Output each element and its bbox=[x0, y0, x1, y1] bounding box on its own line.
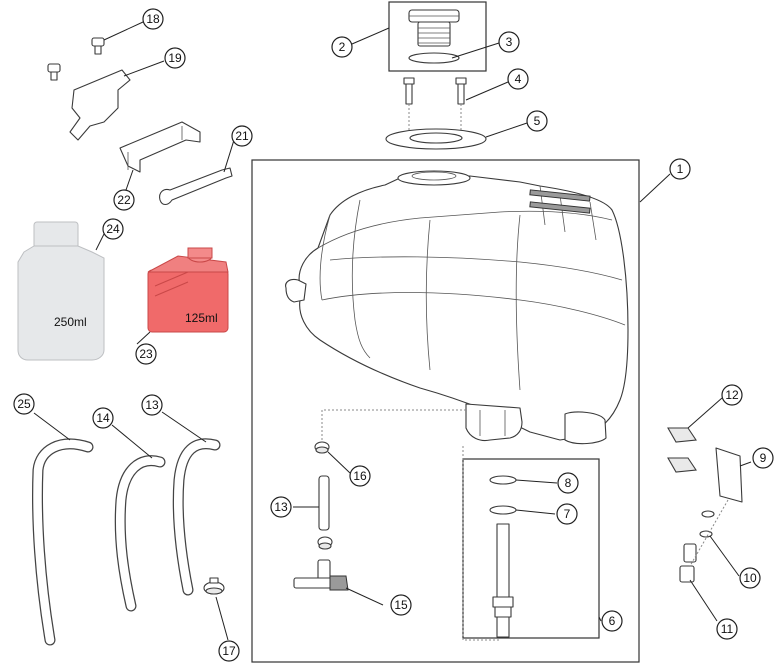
callout-19: 19 bbox=[164, 47, 186, 69]
svg-text:10: 10 bbox=[743, 571, 757, 585]
washer-8 bbox=[489, 475, 517, 485]
svg-text:6: 6 bbox=[609, 614, 616, 628]
callout-2: 2 bbox=[331, 36, 353, 58]
svg-text:9: 9 bbox=[760, 451, 767, 465]
callout-7: 7 bbox=[556, 503, 578, 525]
bottle-250-label: 250ml bbox=[54, 315, 87, 329]
svg-text:2: 2 bbox=[339, 40, 346, 54]
callout-18: 18 bbox=[142, 8, 164, 30]
callout-25: 25 bbox=[13, 393, 35, 415]
svg-text:3: 3 bbox=[506, 35, 513, 49]
oil-bottle-250ml: 250ml bbox=[17, 221, 105, 361]
tee-fitting-15 bbox=[293, 559, 349, 591]
callout-12: 12 bbox=[721, 384, 743, 406]
callout-9: 9 bbox=[752, 447, 774, 469]
callout-10: 10 bbox=[739, 567, 761, 589]
callout-11: 11 bbox=[716, 618, 738, 640]
svg-text:1: 1 bbox=[677, 162, 684, 176]
callout-22: 22 bbox=[113, 189, 135, 211]
fuel-cap bbox=[408, 9, 460, 47]
oil-bottle-125ml: 125ml bbox=[147, 247, 229, 333]
filter-assembly-frame bbox=[462, 458, 600, 639]
svg-text:15: 15 bbox=[394, 598, 408, 612]
hose-clamp-17 bbox=[203, 577, 225, 595]
hose-13 bbox=[172, 438, 221, 596]
svg-text:5: 5 bbox=[534, 114, 541, 128]
short-hose-13 bbox=[318, 475, 330, 531]
washer-7 bbox=[489, 505, 517, 515]
cap-assembly-frame bbox=[388, 1, 487, 72]
hose-clamp-16 bbox=[314, 441, 330, 454]
svg-text:7: 7 bbox=[564, 507, 571, 521]
svg-text:18: 18 bbox=[146, 12, 160, 26]
clip-12 bbox=[667, 427, 697, 473]
fuel-filter-pipe bbox=[492, 523, 514, 638]
svg-text:13: 13 bbox=[145, 398, 159, 412]
callout-15: 15 bbox=[390, 594, 412, 616]
svg-text:4: 4 bbox=[515, 72, 522, 86]
screw-18-b bbox=[47, 63, 61, 81]
callout-13-upper: 13 bbox=[141, 394, 163, 416]
svg-text:8: 8 bbox=[565, 476, 572, 490]
tank-frame bbox=[251, 159, 640, 663]
bracket-axis bbox=[689, 499, 729, 567]
svg-text:11: 11 bbox=[721, 622, 734, 636]
svg-text:24: 24 bbox=[106, 222, 120, 236]
wire-strap-21 bbox=[159, 167, 233, 206]
svg-text:21: 21 bbox=[235, 129, 249, 143]
svg-text:17: 17 bbox=[222, 644, 236, 658]
callout-8: 8 bbox=[557, 472, 579, 494]
cap-seal bbox=[408, 52, 460, 64]
callout-4: 4 bbox=[507, 68, 529, 90]
leader-lines bbox=[33, 21, 752, 641]
svg-text:19: 19 bbox=[168, 51, 182, 65]
hose-clamp-lower bbox=[317, 536, 333, 550]
bottle-bracket-22 bbox=[119, 121, 201, 173]
callout-23: 23 bbox=[135, 343, 157, 365]
callout-24: 24 bbox=[102, 218, 124, 240]
grommet-10 bbox=[699, 510, 715, 538]
flange-bolts bbox=[403, 77, 467, 134]
fuel-tank bbox=[285, 170, 629, 641]
callout-17: 17 bbox=[218, 640, 240, 662]
callout-6: 6 bbox=[601, 610, 623, 632]
svg-text:23: 23 bbox=[139, 347, 153, 361]
svg-text:16: 16 bbox=[353, 469, 367, 483]
hose-14 bbox=[114, 455, 166, 612]
screw-18 bbox=[91, 37, 105, 55]
svg-text:13: 13 bbox=[274, 500, 288, 514]
svg-text:25: 25 bbox=[17, 397, 31, 411]
svg-text:14: 14 bbox=[96, 411, 110, 425]
svg-text:22: 22 bbox=[117, 193, 131, 207]
bracket-plate-9 bbox=[715, 447, 743, 503]
flange-ring bbox=[385, 128, 487, 150]
callout-13-lower: 13 bbox=[270, 496, 292, 518]
callout-16: 16 bbox=[349, 465, 371, 487]
callout-14: 14 bbox=[92, 407, 114, 429]
callout-1: 1 bbox=[669, 158, 691, 180]
svg-text:12: 12 bbox=[725, 388, 739, 402]
hose-25 bbox=[32, 438, 94, 646]
callout-21: 21 bbox=[231, 125, 253, 147]
sleeve-11 bbox=[679, 543, 697, 583]
callout-3: 3 bbox=[498, 31, 520, 53]
bottle-125-label: 125ml bbox=[185, 311, 218, 325]
callout-5: 5 bbox=[526, 110, 548, 132]
mount-plate-19 bbox=[69, 69, 131, 141]
